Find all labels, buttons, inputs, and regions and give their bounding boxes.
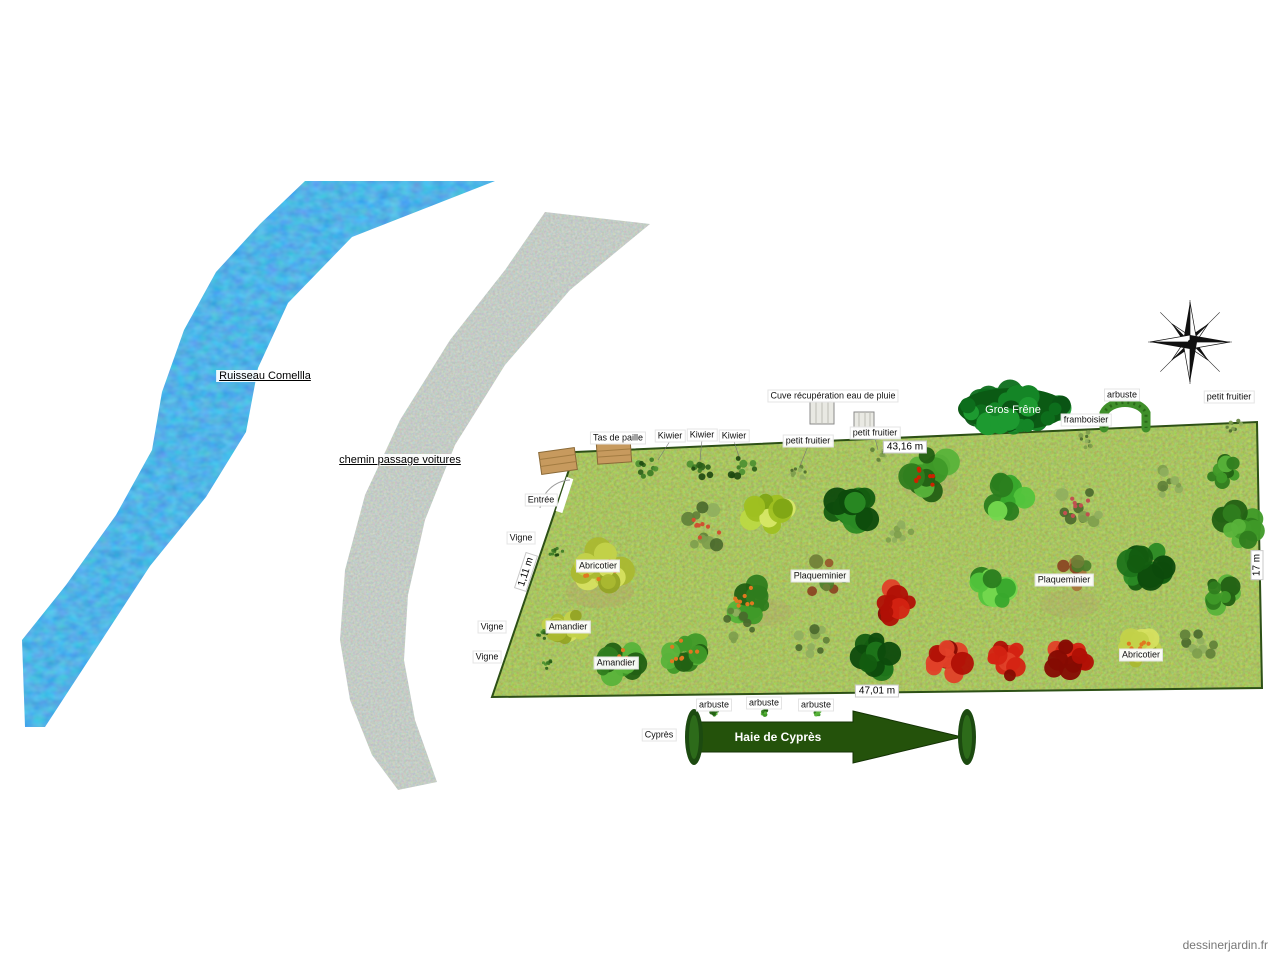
plant-sparse[interactable] (790, 464, 807, 480)
plant-bright[interactable] (969, 566, 1018, 608)
plant-bright[interactable] (983, 472, 1036, 521)
plant-sparse[interactable] (1078, 430, 1093, 450)
shrub-arch[interactable] (1099, 398, 1151, 433)
plant-green[interactable] (1207, 454, 1240, 489)
plant-sparse[interactable] (1225, 418, 1244, 433)
plant-red[interactable] (987, 640, 1026, 682)
cypress-tree-icon (962, 715, 972, 759)
plant-green[interactable] (660, 633, 709, 674)
plant-sparse[interactable] (1055, 488, 1103, 528)
plant-sparse[interactable] (793, 624, 830, 659)
plant-sparse[interactable] (681, 501, 724, 552)
plant-darkgreen[interactable] (823, 487, 880, 534)
plant-sparse[interactable] (1157, 464, 1184, 498)
compass-rose-icon (1148, 300, 1232, 384)
plant-sparse[interactable] (723, 607, 755, 644)
plant-kiwi[interactable] (686, 460, 714, 481)
water-tanks[interactable] (809, 401, 875, 430)
gros-frene-tree[interactable] (958, 384, 1071, 436)
plant-red[interactable] (876, 579, 916, 627)
plant-green[interactable] (760, 707, 769, 717)
ground-patch (1040, 590, 1100, 618)
plant-kiwi[interactable] (541, 659, 553, 670)
plant-green[interactable] (813, 709, 822, 717)
plant-green[interactable] (709, 707, 720, 717)
garden-border (490, 420, 1264, 699)
plant-kiwi[interactable] (635, 457, 659, 479)
cypress-tree-icon (689, 715, 699, 759)
plant-sparse[interactable] (1179, 629, 1218, 659)
straw-bales[interactable] (538, 441, 633, 475)
plant-green[interactable] (898, 447, 960, 503)
plant-red[interactable] (1044, 639, 1094, 681)
plant-kiwi[interactable] (727, 456, 758, 480)
plant-darkgreen[interactable] (849, 632, 902, 681)
cypress-hedge[interactable] (685, 709, 976, 765)
plant-kiwi[interactable] (548, 546, 565, 557)
plant-darkgreen[interactable] (1116, 542, 1176, 591)
plant-yellowbright[interactable] (739, 493, 796, 534)
plant-green[interactable] (1204, 574, 1241, 616)
plant-red[interactable] (925, 640, 974, 684)
plant-green[interactable] (1211, 499, 1265, 549)
plant-sparse[interactable] (885, 520, 915, 543)
